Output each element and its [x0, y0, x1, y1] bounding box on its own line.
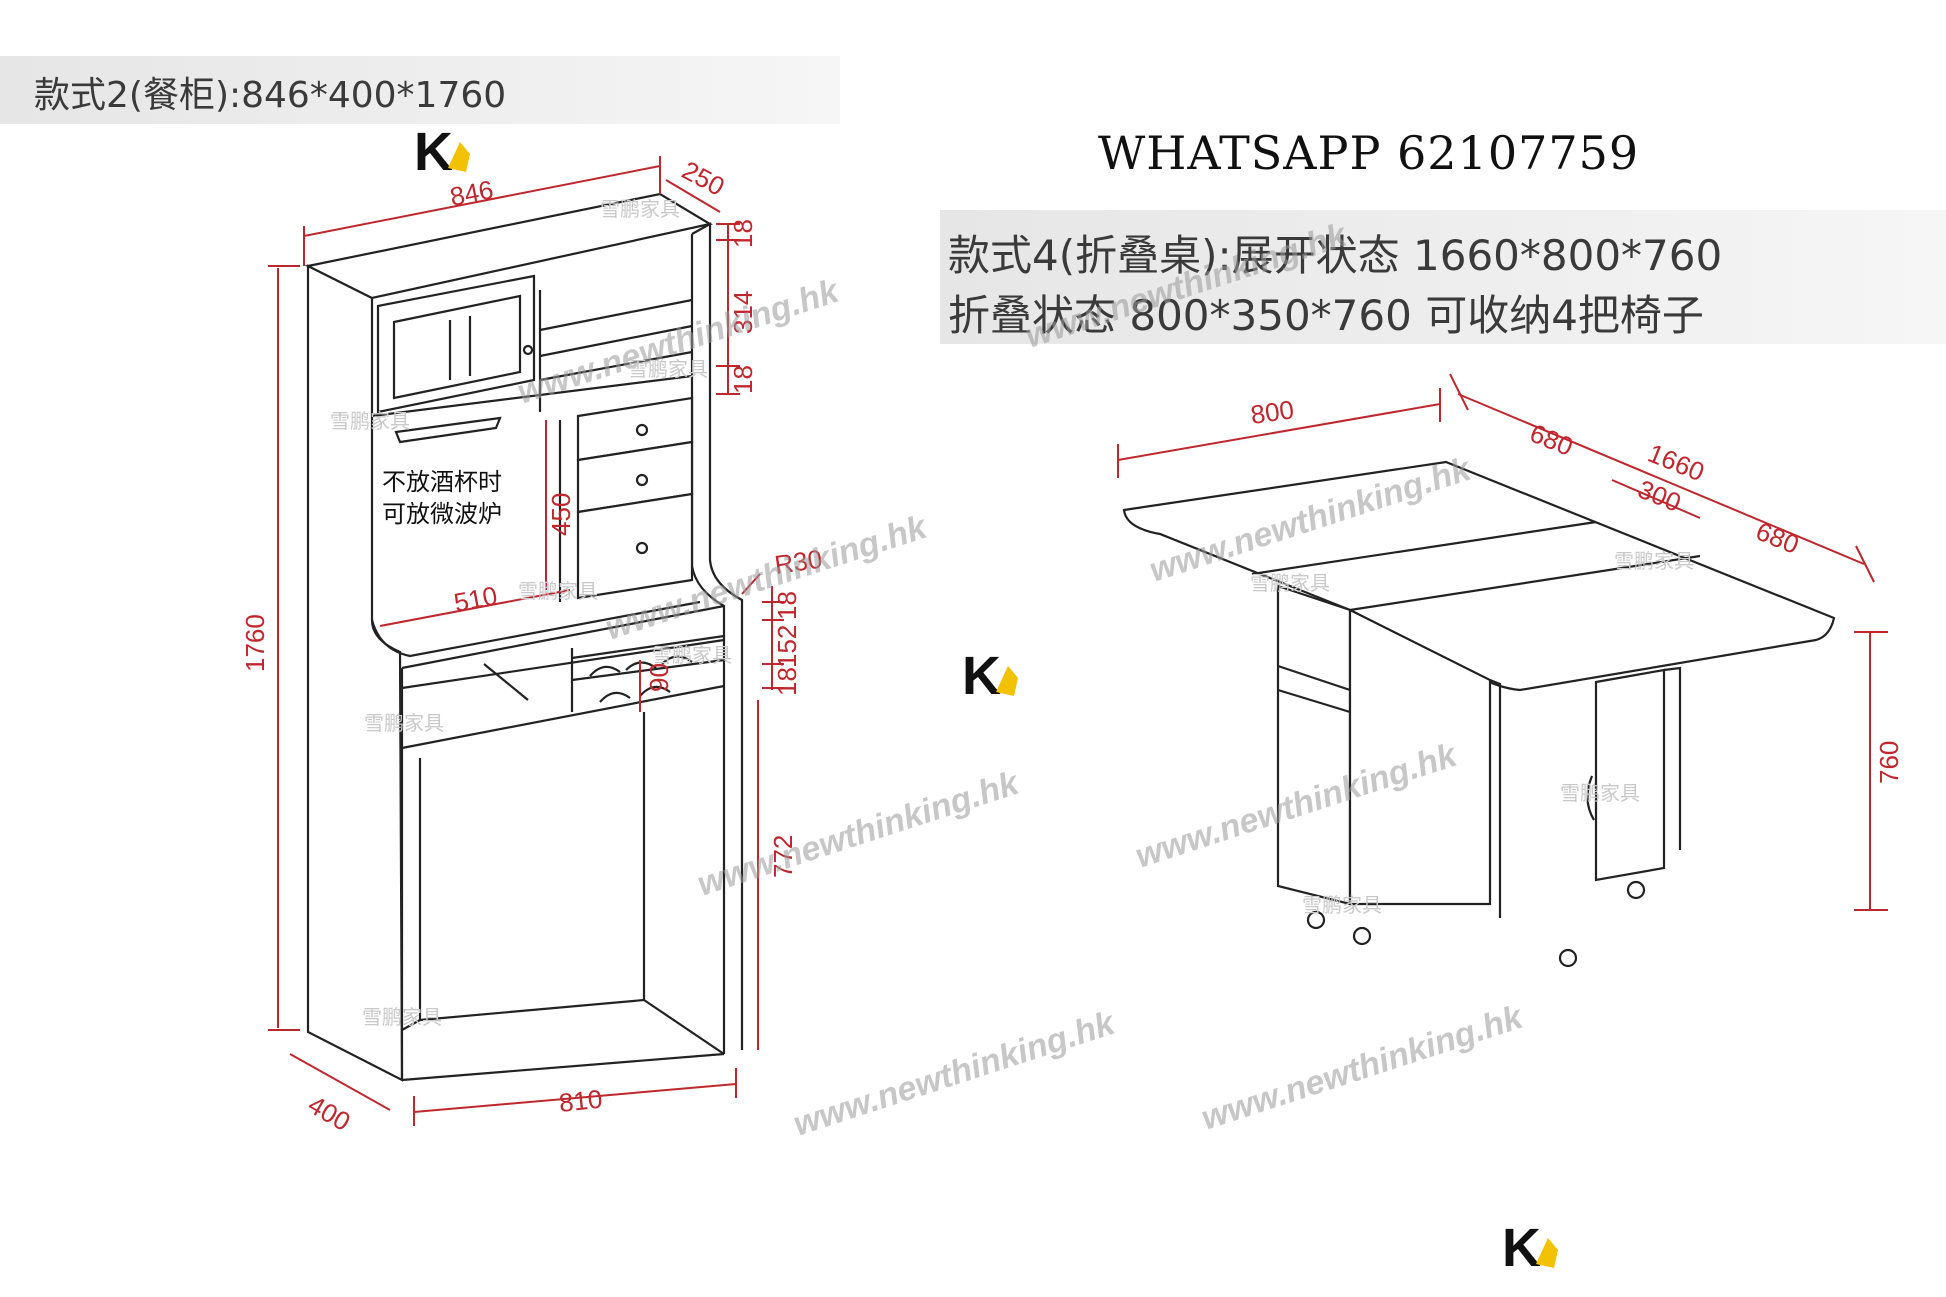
svg-text:510: 510	[451, 580, 499, 618]
logo-bottom: K	[1502, 1218, 1558, 1278]
svg-text:90: 90	[644, 663, 674, 692]
svg-text:680: 680	[1526, 418, 1577, 462]
logo-top: K	[414, 122, 470, 182]
svg-text:www.newthinking.hk: www.newthinking.hk	[1197, 997, 1529, 1137]
svg-text:雪鹏家具: 雪鹏家具	[362, 1005, 442, 1029]
header-right-line1: 款式4(折叠桌):展开状态 1660*800*760	[948, 231, 1723, 280]
svg-text:1760: 1760	[240, 614, 270, 672]
svg-text:680: 680	[1752, 516, 1803, 560]
svg-text:18: 18	[728, 219, 758, 248]
header-right-line2: 折叠状态 800*350*760 可收纳4把椅子	[948, 291, 1704, 340]
svg-text:www.newthinking.hk: www.newthinking.hk	[789, 1003, 1121, 1143]
svg-text:雪鹏家具: 雪鹏家具	[1560, 781, 1640, 805]
svg-text:152: 152	[772, 625, 802, 668]
svg-text:R30: R30	[773, 544, 824, 580]
svg-text:雪鹏家具: 雪鹏家具	[364, 711, 444, 735]
header-left-title: 款式2(餐柜):846*400*1760	[34, 75, 507, 116]
svg-text:400: 400	[303, 1089, 356, 1137]
svg-text:K: K	[414, 122, 453, 182]
svg-text:18: 18	[772, 591, 802, 620]
cabinet-drawing	[304, 192, 744, 1082]
svg-text:18: 18	[728, 365, 758, 394]
svg-text:雪鹏家具: 雪鹏家具	[1302, 893, 1382, 917]
svg-text:760: 760	[1874, 741, 1904, 784]
cabinet-dimensions: 846 250 1760 18 314 18 450 510 R30 18 15…	[240, 155, 824, 1137]
svg-text:250: 250	[677, 155, 729, 202]
svg-text:雪鹏家具: 雪鹏家具	[330, 409, 410, 433]
svg-text:雪鹏家具: 雪鹏家具	[628, 357, 708, 381]
svg-text:800: 800	[1249, 394, 1296, 430]
folding-table-drawing	[1122, 460, 1836, 968]
svg-text:314: 314	[728, 291, 758, 334]
whatsapp-label: WHATSAPP 62107759	[1098, 126, 1640, 180]
svg-text:雪鹏家具: 雪鹏家具	[518, 579, 598, 603]
svg-text:772: 772	[768, 835, 798, 878]
svg-text:810: 810	[557, 1084, 603, 1118]
cabinet-note-line1: 不放酒杯时	[382, 468, 502, 496]
cabinet-note-line2: 可放微波炉	[382, 500, 502, 528]
svg-text:www.newthinking.hk: www.newthinking.hk	[513, 271, 845, 411]
svg-text:雪鹏家具: 雪鹏家具	[652, 643, 732, 667]
header-left-banner	[0, 56, 840, 124]
logo-middle: K	[962, 646, 1018, 706]
svg-text:雪鹏家具: 雪鹏家具	[1614, 549, 1694, 573]
header-right-banner	[940, 210, 1946, 344]
svg-text:300: 300	[1634, 474, 1685, 518]
svg-text:www.newthinking.hk: www.newthinking.hk	[1021, 215, 1353, 355]
svg-text:18: 18	[772, 667, 802, 696]
svg-text:846: 846	[447, 174, 495, 212]
svg-text:K: K	[1502, 1218, 1541, 1278]
svg-text:雪鹏家具: 雪鹏家具	[1250, 571, 1330, 595]
svg-text:雪鹏家具: 雪鹏家具	[600, 197, 680, 221]
svg-text:450: 450	[546, 493, 576, 536]
svg-text:K: K	[962, 646, 1001, 706]
